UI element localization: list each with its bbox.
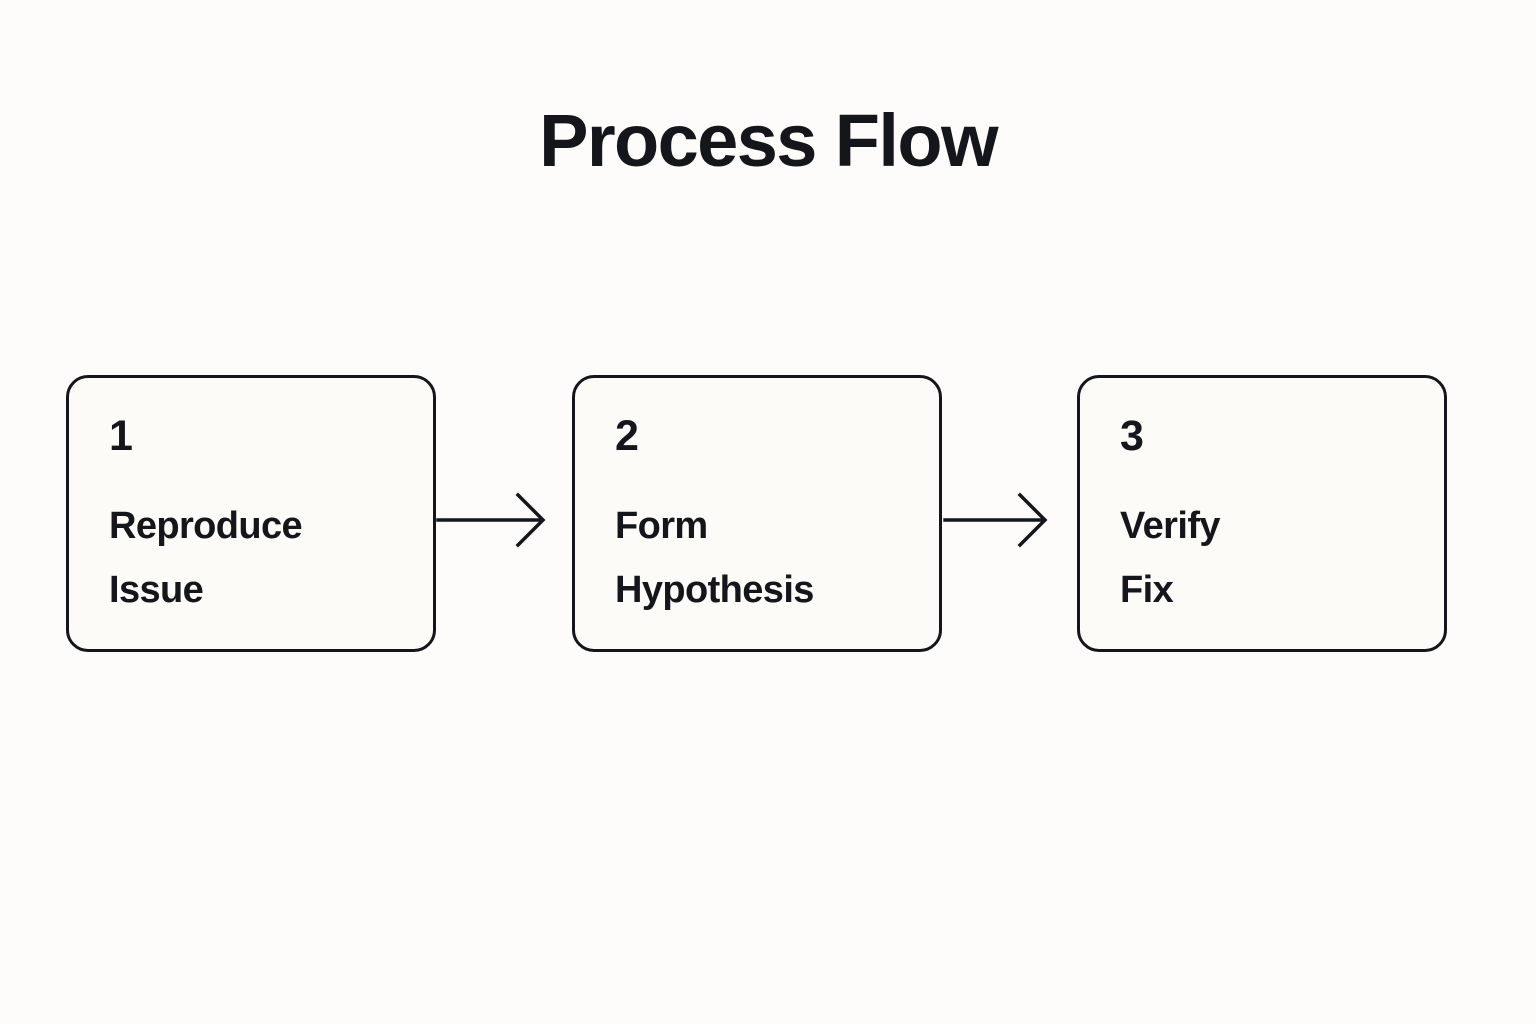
flow-node-3-label: Verify Fix (1120, 505, 1221, 611)
flow-node-2-label: Form Hypothesis (615, 505, 814, 611)
flow-node-3-number: 3 (1120, 412, 1144, 460)
arrow-right-icon (436, 492, 546, 548)
flow-node-3[interactable]: 3 Verify Fix (1077, 375, 1447, 652)
flow-node-1[interactable]: 1 Reproduce Issue (66, 375, 436, 652)
flow-row: 1 Reproduce Issue 2 Form Hypothesis 3 Ve… (0, 375, 1536, 653)
flow-node-2-number: 2 (615, 412, 639, 460)
flow-node-1-number: 1 (109, 412, 133, 460)
flow-node-1-label: Reproduce Issue (109, 505, 303, 611)
page-title: Process Flow (539, 99, 998, 182)
connector-2-to-3 (937, 375, 1087, 653)
arrow-right-icon (943, 492, 1048, 548)
connector-1-to-2 (430, 375, 580, 653)
flow-node-2[interactable]: 2 Form Hypothesis (572, 375, 942, 652)
